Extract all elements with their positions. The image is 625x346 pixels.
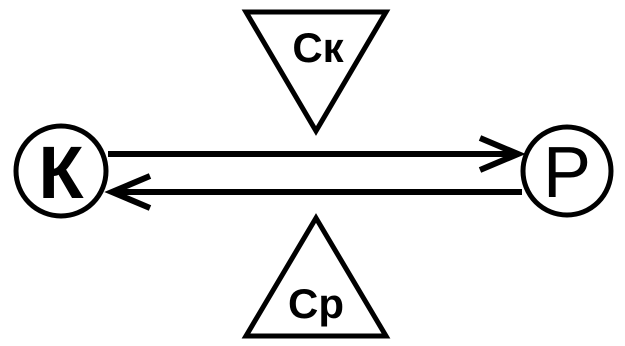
arrow-p-to-k-head xyxy=(104,173,152,211)
node-p-circle xyxy=(520,124,614,218)
node-k: К xyxy=(13,123,109,219)
node-k-label: К xyxy=(38,131,84,214)
triangle-ck: Ск xyxy=(241,9,391,136)
node-p-label: Р xyxy=(543,133,591,213)
triangle-cp: Ср xyxy=(241,213,391,339)
triangle-ck-label: Ск xyxy=(292,24,344,71)
node-p: Р xyxy=(520,124,614,218)
arrow-k-to-p-head xyxy=(478,135,526,173)
triangle-cp-label: Ср xyxy=(288,280,344,327)
triangle-cp-shape xyxy=(241,213,391,339)
arrow-p-to-k xyxy=(104,173,522,211)
triangle-ck-shape xyxy=(241,9,391,136)
arrow-k-to-p xyxy=(108,135,526,173)
node-k-circle xyxy=(13,123,109,219)
